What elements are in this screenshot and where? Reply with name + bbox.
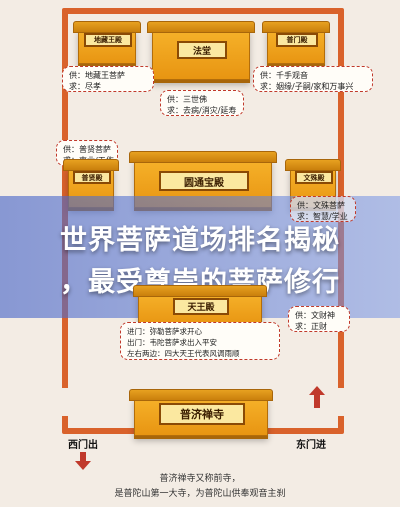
east-gate-label: 东门进: [296, 440, 326, 451]
west-gate-label: 西门出: [68, 440, 98, 451]
pumen-hall-plaque: 普门殿: [276, 33, 318, 47]
tianwang-note-line3: 左右两边：四大天王代表风调雨顺: [127, 349, 240, 358]
wenshu-hall-roof: [285, 159, 341, 171]
fatang-hall-roof: [147, 21, 255, 33]
dizang-note-line2: 求：尽孝: [69, 82, 101, 91]
wenshu-note-line1: 供：文殊菩萨: [297, 201, 345, 210]
tianwang-note-line2: 出门：韦陀菩萨求出入平安: [127, 338, 217, 347]
fatang-hall: 法堂: [147, 21, 255, 80]
wenshu-note: 供：文殊菩萨 求：智慧/学业: [290, 196, 356, 222]
tianwang-hall-plaque: 天王殿: [173, 298, 229, 315]
tianwang-hall-roof: [133, 285, 267, 297]
east-gate-opening: [334, 388, 346, 416]
caption-line1: 普济禅寺又称前寺，: [159, 474, 241, 484]
dizang-note: 供：地藏王菩萨 求：尽孝: [62, 66, 154, 92]
pumen-hall-roof: [262, 21, 330, 33]
enter-arrow-icon: [309, 386, 325, 408]
banner-title-line1: 世界菩萨道场排名揭秘: [60, 225, 340, 256]
dizang-hall-plaque: 地藏王殿: [84, 33, 132, 47]
puxian-hall-plaque: 普贤殿: [73, 171, 111, 184]
puxian-note-line1: 供：普贤菩萨: [63, 145, 111, 154]
caption-line2: 是普陀山第一大寺，为普陀山供奉观音主刹: [114, 489, 286, 499]
pumen-note: 供：千手观音 求：姻缘/子嗣/家和万事兴: [253, 66, 373, 92]
tianwang-note-line1: 进门：弥勒菩萨求开心: [127, 327, 202, 336]
dizang-hall: 地藏王殿: [73, 21, 141, 64]
fatang-hall-plaque: 法堂: [177, 41, 227, 59]
puxian-hall-roof: [63, 159, 119, 171]
caishen-note: 供：文财神 求：正财: [288, 306, 350, 332]
puji-temple-roof: [129, 389, 273, 401]
yuantong-hall-roof: [129, 151, 277, 163]
pumen-hall: 普门殿: [262, 21, 330, 64]
dizang-note-line1: 供：地藏王菩萨: [69, 71, 125, 80]
puji-temple-plaque: 普济禅寺: [159, 403, 245, 425]
tianwang-hall: 天王殿: [133, 285, 267, 326]
wenshu-hall-plaque: 文殊殿: [295, 171, 333, 184]
pumen-note-line2: 求：姻缘/子嗣/家和万事兴: [260, 82, 354, 91]
pumen-note-line1: 供：千手观音: [260, 71, 308, 80]
west-gate-opening: [60, 388, 72, 416]
tianwang-note: 进门：弥勒菩萨求开心 出门：韦陀菩萨求出入平安 左右两边：四大天王代表风调雨顺: [120, 322, 280, 360]
yuantong-hall-plaque: 圆通宝殿: [159, 171, 249, 191]
fatang-note: 供：三世佛 求：去病/消灾/延寿: [160, 90, 244, 116]
exit-arrow-icon: [75, 452, 91, 470]
wenshu-note-line2: 求：智慧/学业: [297, 212, 348, 221]
caishen-note-line2: 求：正财: [295, 322, 327, 331]
fatang-note-line1: 供：三世佛: [167, 95, 207, 104]
dizang-hall-roof: [73, 21, 141, 33]
caishen-note-line1: 供：文财神: [295, 311, 335, 320]
fatang-note-line2: 求：去病/消灾/延寿: [167, 106, 237, 115]
puji-temple-gate: 普济禅寺: [129, 389, 273, 436]
